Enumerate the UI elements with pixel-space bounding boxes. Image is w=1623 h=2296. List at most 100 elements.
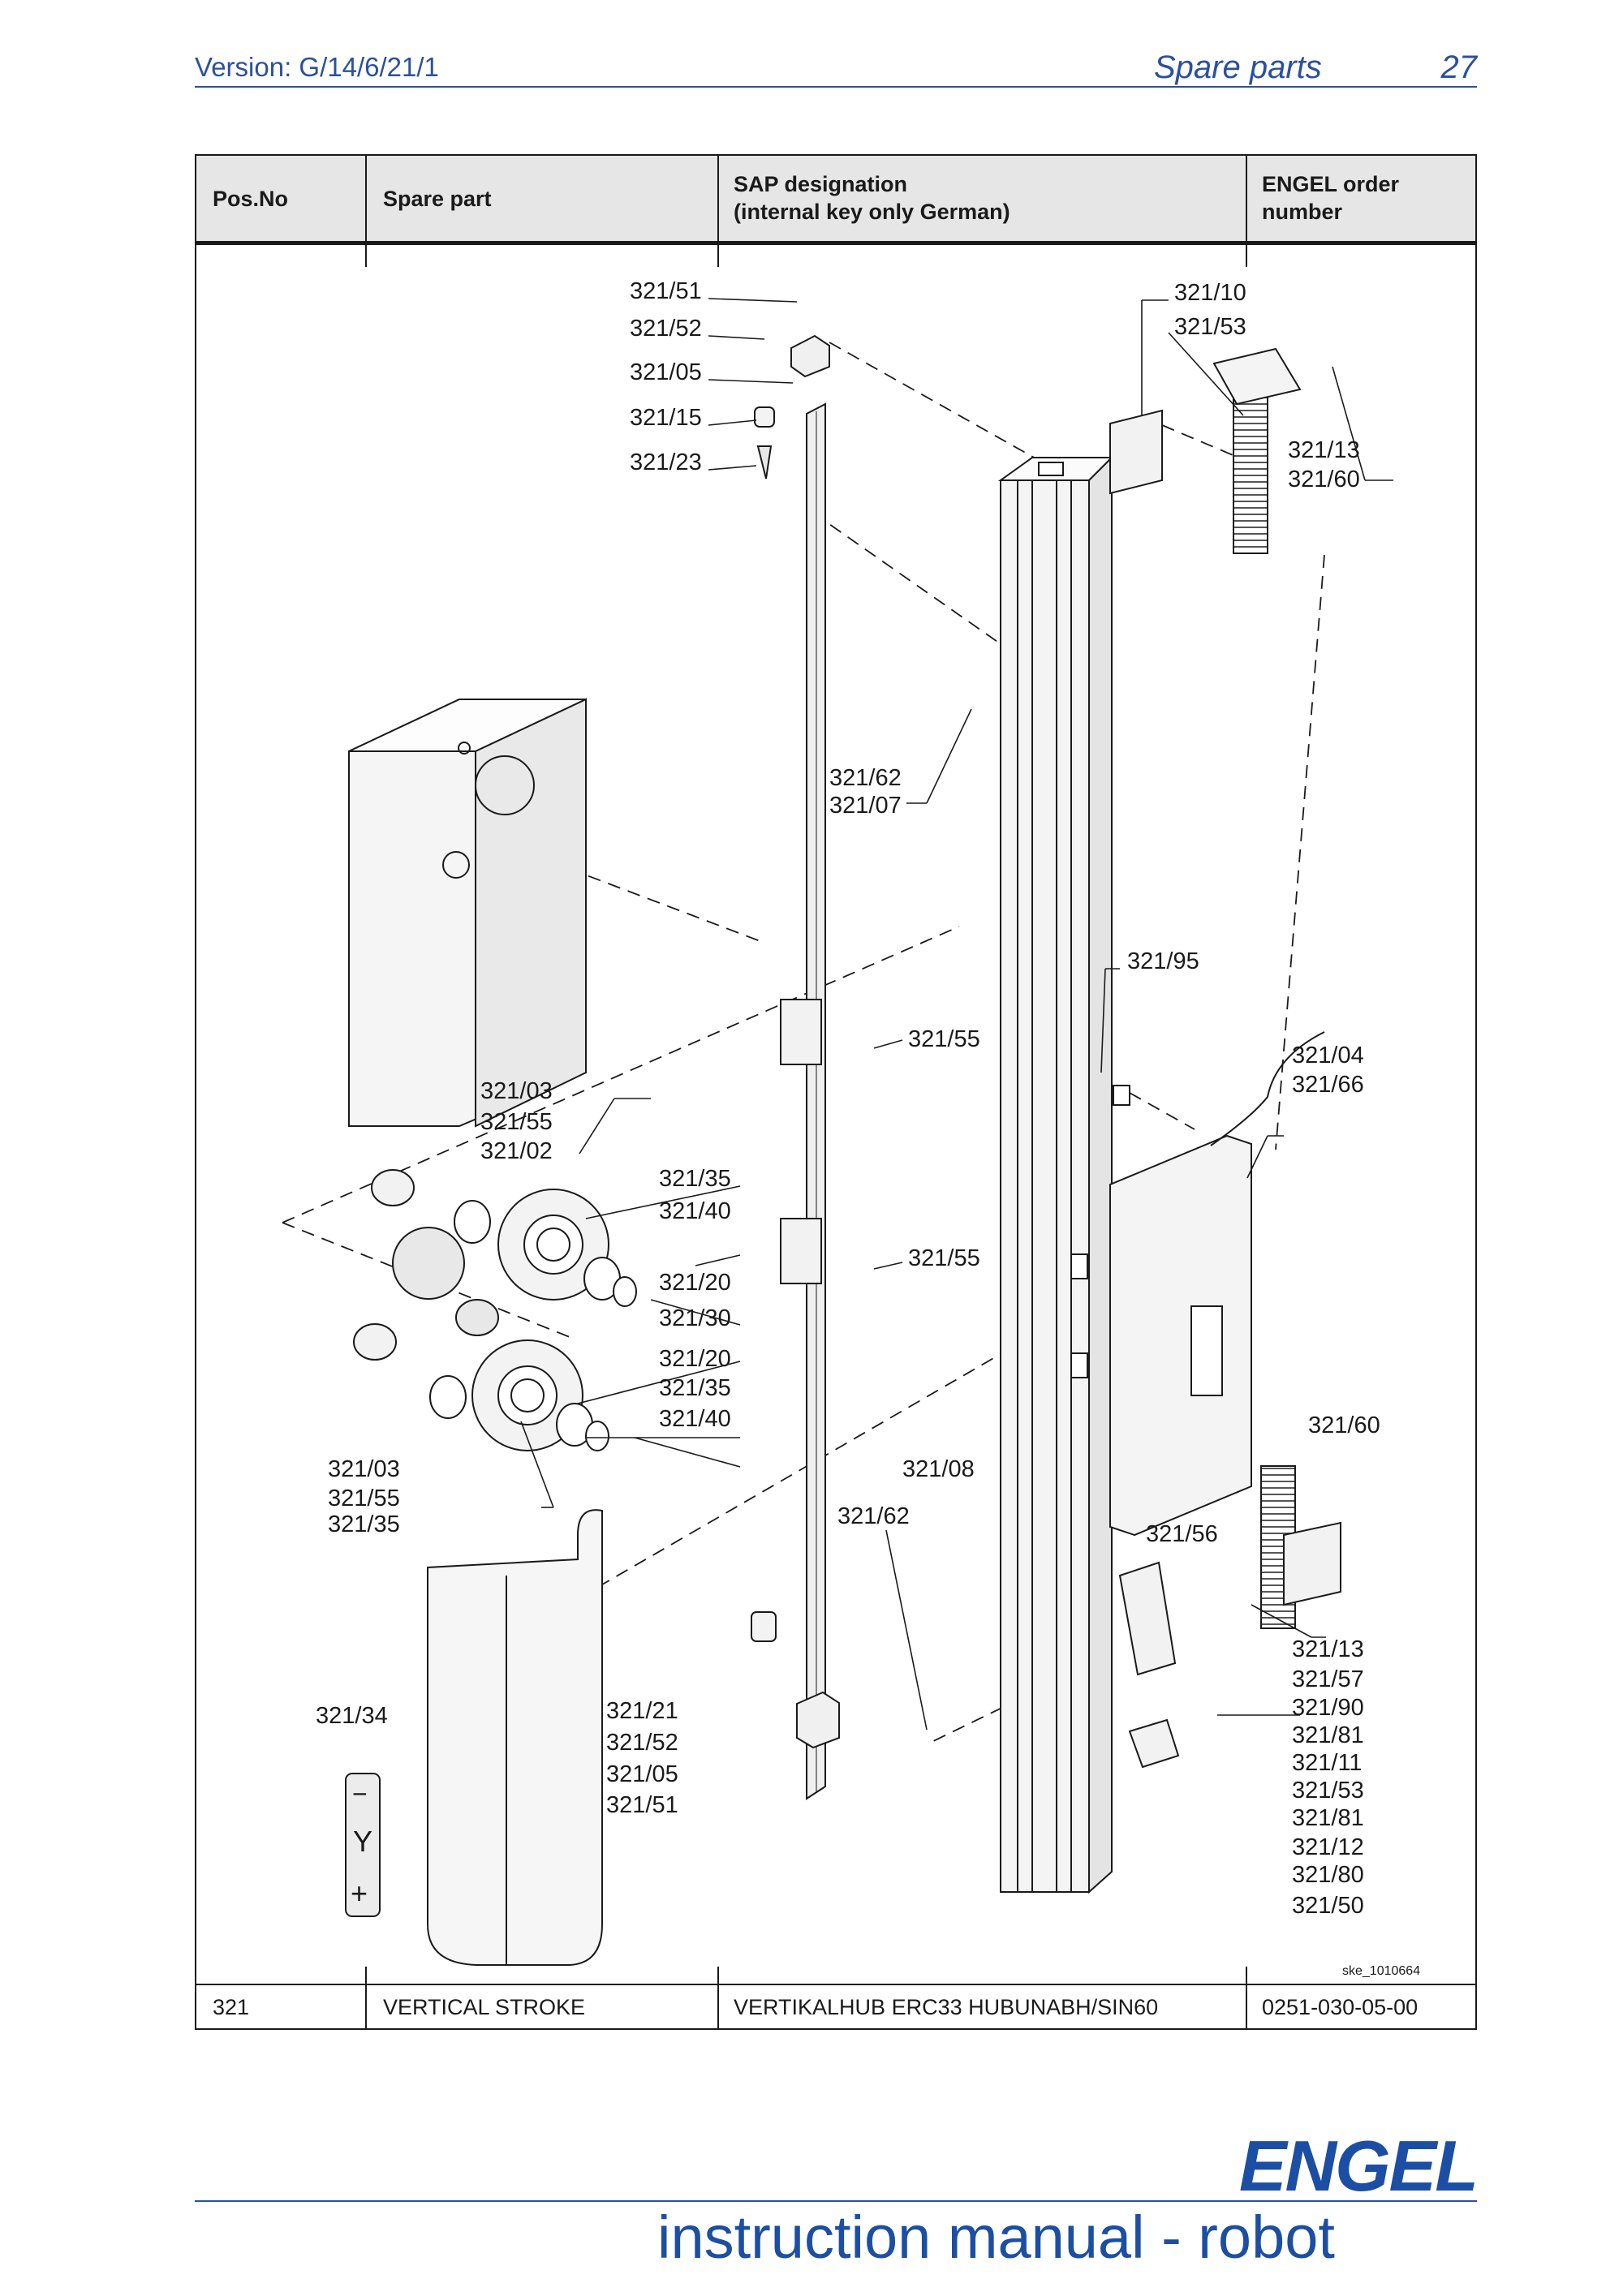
damper <box>754 406 775 428</box>
plate-y-label: Y <box>353 1825 372 1858</box>
footer-title: instruction manual - robot <box>657 2204 1335 2271</box>
axis-label-plate <box>345 1773 381 1917</box>
connector <box>1070 1352 1088 1378</box>
callout-321-81: 321/81 <box>1292 1805 1364 1831</box>
end-plate-bottom <box>1283 1521 1341 1606</box>
callout-321-23: 321/23 <box>630 449 702 475</box>
callout-321-52: 321/52 <box>606 1730 678 1756</box>
callout-321-40: 321/40 <box>659 1198 731 1224</box>
callout-321-90: 321/90 <box>1292 1695 1364 1721</box>
callout-321-13: 321/13 <box>1288 437 1360 463</box>
footer-rule <box>195 2200 1477 2202</box>
connector <box>1113 1085 1130 1106</box>
callout-321-60: 321/60 <box>1308 1412 1380 1438</box>
callout-321-30: 321/30 <box>659 1305 731 1331</box>
callout-321-34: 321/34 <box>316 1703 388 1729</box>
column-header-sap-designation: SAP designation (internal key only Germa… <box>734 172 1010 224</box>
callout-321-62: 321/62 <box>829 765 902 791</box>
callout-321-51: 321/51 <box>630 278 702 304</box>
column-rule <box>1246 156 1247 267</box>
column-header-pos-no: Pos.No <box>213 187 289 211</box>
bracket-bottom <box>1128 1718 1180 1769</box>
column-header-spare-part: Spare part <box>383 187 492 211</box>
callout-321-40: 321/40 <box>659 1406 731 1432</box>
row-pos-no: 321 <box>213 1995 250 2019</box>
callout-321-60: 321/60 <box>1288 467 1360 492</box>
engel-logo: ENGEL <box>1199 2126 1479 2206</box>
callout-321-56: 321/56 <box>1146 1521 1218 1547</box>
roller-group-lower <box>353 1299 609 1451</box>
clamp-plate-bottom <box>1118 1561 1177 1676</box>
column-header-order-number: ENGEL order number <box>1262 172 1400 224</box>
callout-321-80: 321/80 <box>1292 1862 1364 1888</box>
callout-321-35: 321/35 <box>659 1375 731 1401</box>
carriage-plate <box>348 698 587 1128</box>
section-title: Spare parts <box>1154 49 1322 85</box>
callout-321-51: 321/51 <box>606 1792 678 1818</box>
leader-lines <box>520 298 1393 1731</box>
column-rule <box>365 1967 367 2028</box>
callout-321-55: 321/55 <box>480 1109 553 1135</box>
damper-bottom <box>751 1611 777 1642</box>
rack-top <box>1233 382 1268 554</box>
cable <box>1210 1031 1325 1146</box>
rail-carriage <box>780 999 822 1065</box>
callout-321-50: 321/50 <box>1292 1893 1364 1919</box>
callout-321-10: 321/10 <box>1174 280 1246 306</box>
connector <box>1070 1253 1088 1279</box>
callout-321-11: 321/11 <box>1292 1750 1363 1776</box>
version-label: Version: G/14/6/21/1 <box>195 52 439 82</box>
callout-321-55: 321/55 <box>908 1026 980 1052</box>
callout-321-20: 321/20 <box>659 1270 731 1296</box>
table-row: 321 VERTICAL STROKE VERTIKALHUB ERC33 HU… <box>196 1984 1475 2030</box>
callout-321-04: 321/04 <box>1292 1043 1364 1068</box>
plate-minus: − <box>352 1779 368 1808</box>
clamp-plate-top <box>1109 409 1163 495</box>
linear-rail <box>806 402 826 1800</box>
callout-321-52: 321/52 <box>630 316 702 342</box>
column-rule <box>717 156 719 267</box>
row-order-number: 0251-030-05-00 <box>1262 1995 1419 2019</box>
callout-321-20: 321/20 <box>659 1346 731 1372</box>
callout-321-12: 321/12 <box>1292 1834 1364 1860</box>
end-block-top <box>790 334 830 378</box>
callout-321-55: 321/55 <box>328 1486 400 1511</box>
callout-321-07: 321/07 <box>829 793 902 819</box>
callout-321-35: 321/35 <box>659 1166 731 1192</box>
callout-321-15: 321/15 <box>630 405 702 431</box>
end-block-bottom <box>796 1691 840 1749</box>
callout-321-53: 321/53 <box>1292 1778 1364 1804</box>
callout-321-03: 321/03 <box>328 1456 400 1482</box>
vertical-column <box>997 455 1114 1894</box>
callout-321-08: 321/08 <box>902 1456 975 1482</box>
table-header: Pos.No Spare part SAP designation (inter… <box>196 156 1475 245</box>
plate-plus: + <box>351 1877 368 1910</box>
drawing-ref-code: ske_1010664 <box>1342 1964 1420 1978</box>
cover-shell <box>427 1509 603 1966</box>
spare-parts-table: Pos.No Spare part SAP designation (inter… <box>195 154 1477 2030</box>
callout-321-35: 321/35 <box>328 1511 400 1537</box>
callout-labels: 321/51 321/52 321/05 321/15 321/23 321/10 321/… <box>316 278 1380 1919</box>
callout-321-55: 321/55 <box>908 1245 980 1271</box>
callout-321-66: 321/66 <box>1292 1072 1364 1098</box>
callout-321-57: 321/57 <box>1292 1666 1364 1692</box>
callout-321-81: 321/81 <box>1292 1722 1364 1748</box>
callout-321-95: 321/95 <box>1127 948 1199 974</box>
callout-321-05: 321/05 <box>630 359 702 385</box>
row-spare-part: VERTICAL STROKE <box>383 1995 586 2019</box>
callout-321-02: 321/02 <box>480 1138 553 1164</box>
row-sap-designation: VERTIKALHUB ERC33 HUBUNABH/SIN60 <box>734 1995 1159 2019</box>
callout-321-21: 321/21 <box>606 1698 678 1724</box>
roller-group-upper <box>371 1169 637 1307</box>
column-rule <box>717 1967 719 2028</box>
stop-cone <box>756 445 773 479</box>
callout-321-62: 321/62 <box>837 1503 910 1529</box>
page-number: 27 <box>1440 49 1478 85</box>
exploded-view-drawing: 321/51 321/52 321/05 321/15 321/23 321/10 321/… <box>196 245 1475 1984</box>
end-plate-top <box>1212 347 1302 406</box>
callout-321-05: 321/05 <box>606 1761 678 1787</box>
mounting-plate <box>1109 1134 1252 1537</box>
logo-text: ENGEL <box>1238 2126 1479 2206</box>
callout-321-03: 321/03 <box>480 1078 553 1104</box>
callout-321-53: 321/53 <box>1174 314 1246 340</box>
